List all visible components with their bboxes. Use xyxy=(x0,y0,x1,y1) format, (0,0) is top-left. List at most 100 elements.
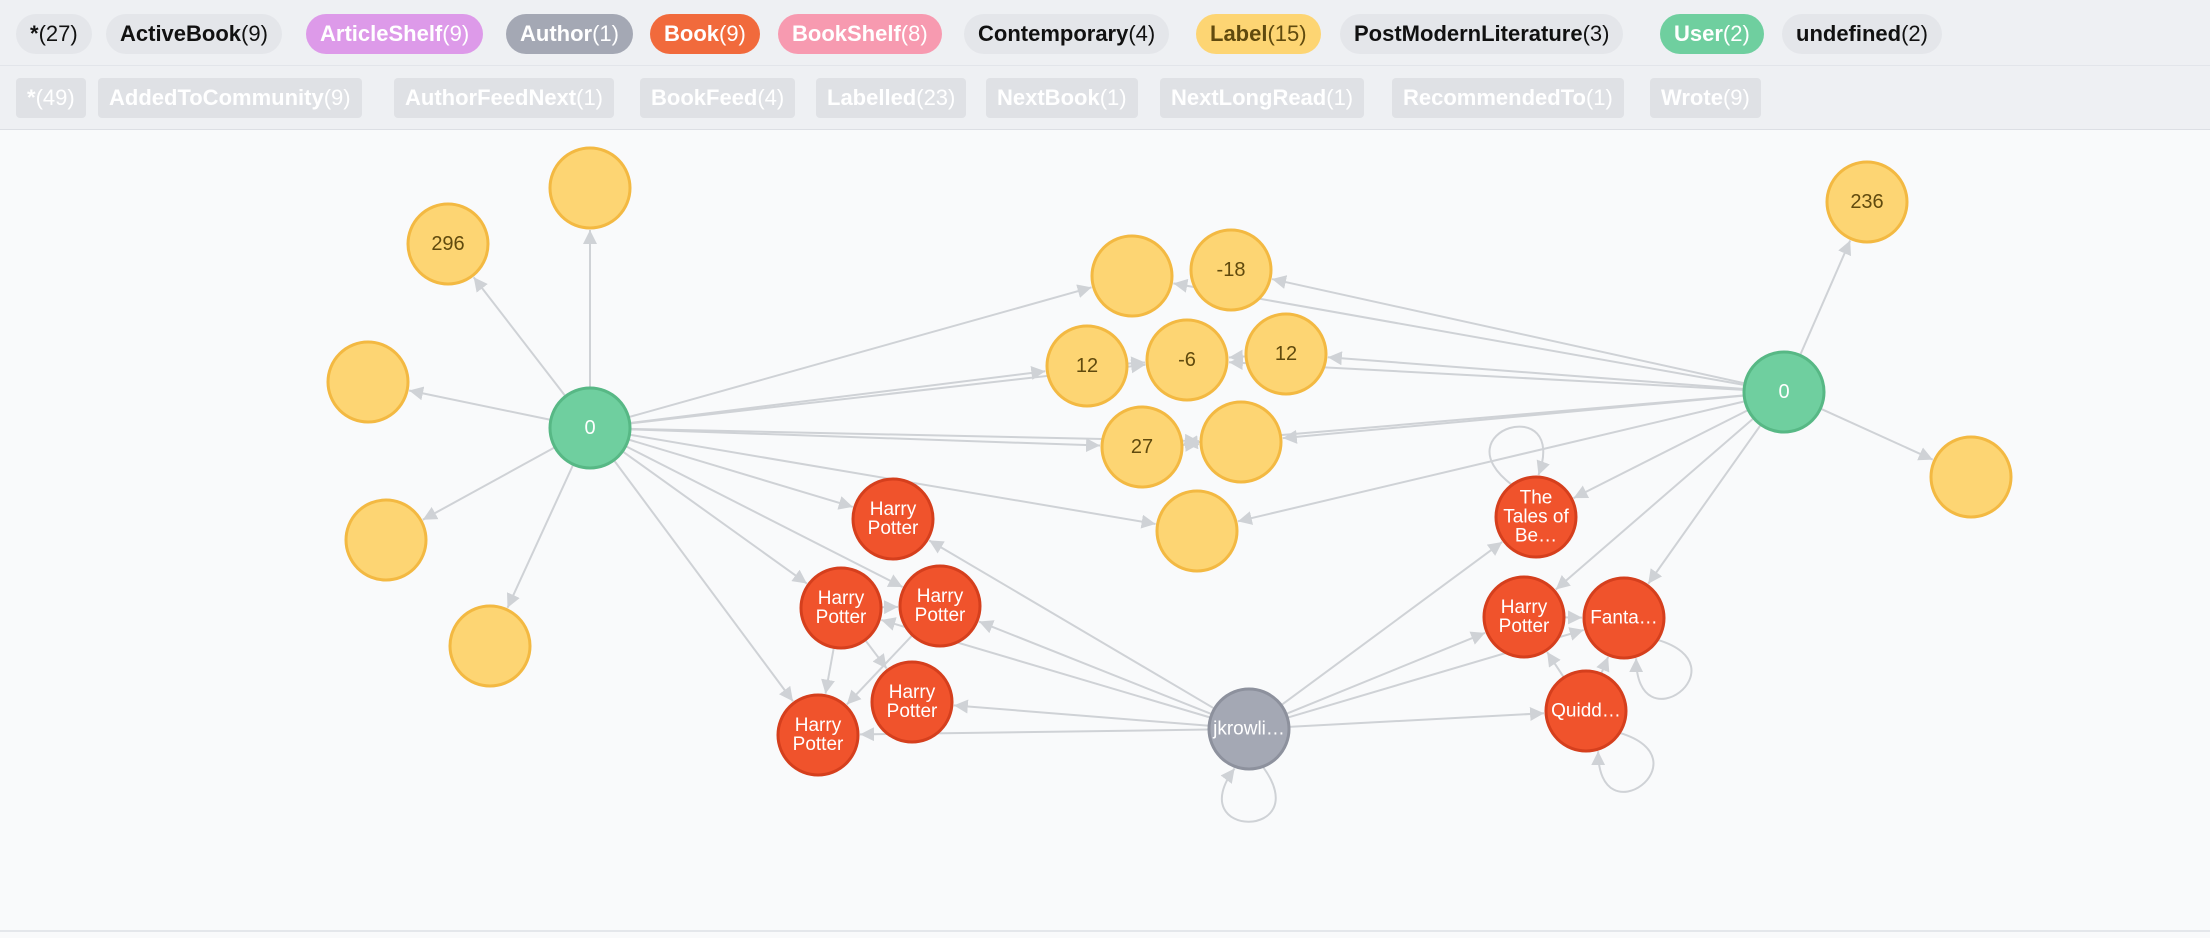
relationship-edge[interactable] xyxy=(928,539,1216,710)
user-node[interactable]: 0 xyxy=(1742,350,1826,434)
relationship-edge[interactable] xyxy=(1555,417,1755,591)
label-node[interactable] xyxy=(1155,489,1239,573)
bottom-divider xyxy=(0,930,2210,932)
label-node-circle xyxy=(326,340,410,424)
label-node-circle xyxy=(344,498,428,582)
relationship-edge[interactable] xyxy=(628,438,854,510)
label-node[interactable] xyxy=(1090,234,1174,318)
book-node[interactable]: Fanta… xyxy=(1582,576,1666,660)
relationship-edge[interactable] xyxy=(621,450,808,585)
label-node[interactable] xyxy=(548,146,632,230)
relationship-edge[interactable] xyxy=(1285,631,1486,715)
label-node[interactable] xyxy=(326,340,410,424)
label-node[interactable]: 27 xyxy=(1100,405,1184,489)
label-node[interactable] xyxy=(344,498,428,582)
node-label-pill[interactable]: ActiveBook(9) xyxy=(106,14,282,54)
label-node[interactable] xyxy=(1929,435,2013,519)
relationship-edge[interactable] xyxy=(1228,349,1247,364)
relationship-type-pill[interactable]: NextBook(1) xyxy=(986,78,1138,118)
relationship-edge[interactable] xyxy=(1173,278,1745,386)
relationship-type-pill[interactable]: RecommendedTo(1) xyxy=(1392,78,1624,118)
node-label-pill[interactable]: Label(15) xyxy=(1196,14,1321,54)
node-label-name: User xyxy=(1674,21,1723,46)
book-node-circle xyxy=(851,477,935,561)
node-label-pill[interactable]: BookShelf(8) xyxy=(778,14,942,54)
self-relationship-loop[interactable] xyxy=(1629,638,1693,700)
relationship-type-name: Wrote xyxy=(1661,85,1723,110)
user-node[interactable]: 0 xyxy=(548,386,632,470)
book-node[interactable]: Quidd… xyxy=(1544,669,1628,753)
node-label-pill[interactable]: Book(9) xyxy=(650,14,760,54)
relationship-edge[interactable] xyxy=(953,699,1210,727)
node-label-pill[interactable]: User(2) xyxy=(1660,14,1764,54)
relationship-edge[interactable] xyxy=(1181,437,1200,452)
label-node-circle xyxy=(1045,324,1129,408)
relationship-edge[interactable] xyxy=(821,647,835,694)
relationship-edge[interactable] xyxy=(613,459,794,702)
self-relationship-loop[interactable] xyxy=(1591,731,1655,793)
node-label-pill[interactable]: ArticleShelf(9) xyxy=(306,14,484,54)
relationship-edge[interactable] xyxy=(408,386,552,421)
relationship-edge[interactable] xyxy=(1799,240,1852,356)
relationship-edge[interactable] xyxy=(506,463,575,609)
label-node[interactable]: 12 xyxy=(1244,312,1328,396)
relationship-edge[interactable] xyxy=(629,365,1046,425)
label-node[interactable] xyxy=(1199,400,1283,484)
relationship-edge[interactable] xyxy=(629,428,1101,453)
relationship-edge[interactable] xyxy=(1271,275,1746,385)
relationship-type-pill[interactable]: *(49) xyxy=(16,78,86,118)
relationship-edge[interactable] xyxy=(1126,356,1146,371)
relationship-edge[interactable] xyxy=(628,284,1092,419)
label-node[interactable]: -6 xyxy=(1145,318,1229,402)
node-label-count: (15) xyxy=(1267,21,1307,46)
label-node[interactable]: 236 xyxy=(1825,160,1909,244)
node-label-name: Author xyxy=(520,21,593,46)
relationship-edge[interactable] xyxy=(978,620,1213,716)
node-label-pill[interactable]: Contemporary(4) xyxy=(964,14,1170,54)
node-label-pill[interactable]: PostModernLiterature(3) xyxy=(1340,14,1624,54)
node-label-pill[interactable]: undefined(2) xyxy=(1782,14,1942,54)
relationship-edge[interactable] xyxy=(1573,409,1749,499)
relationship-type-pill[interactable]: AddedToCommunity(9) xyxy=(98,78,362,118)
relationship-type-pill[interactable]: BookFeed(4) xyxy=(640,78,796,118)
author-node[interactable]: jkrowli… xyxy=(1207,687,1291,771)
relationship-type-pill[interactable]: AuthorFeedNext(1) xyxy=(394,78,615,118)
relationship-edge[interactable] xyxy=(1280,541,1503,707)
node-label-pill[interactable]: *(27) xyxy=(16,14,92,54)
relationship-edge[interactable] xyxy=(864,639,888,670)
relationship-edge[interactable] xyxy=(1647,424,1762,585)
relationship-type-pill[interactable]: Wrote(9) xyxy=(1650,78,1761,118)
relationship-edge[interactable] xyxy=(1327,351,1745,390)
relationship-type-pill[interactable]: Labelled(23) xyxy=(816,78,967,118)
label-node[interactable]: 12 xyxy=(1045,324,1129,408)
node-label-pill[interactable]: Author(1) xyxy=(506,14,633,54)
relationship-type-pill[interactable]: NextLongRead(1) xyxy=(1160,78,1365,118)
book-node-circle xyxy=(1582,576,1666,660)
self-relationship-loop[interactable] xyxy=(1488,425,1550,486)
relationship-edge[interactable] xyxy=(846,634,914,706)
label-node[interactable] xyxy=(448,604,532,688)
relationship-edge[interactable] xyxy=(1546,651,1565,679)
node-label-name: undefined xyxy=(1796,21,1902,46)
label-node[interactable]: 296 xyxy=(406,202,490,286)
book-node-caption: Harry xyxy=(795,715,842,736)
label-node-caption: 12 xyxy=(1275,343,1297,365)
relationship-edge[interactable] xyxy=(1596,656,1610,675)
relationship-edge[interactable] xyxy=(1820,407,1934,461)
relationship-edge[interactable] xyxy=(625,445,904,588)
relationship-edge[interactable] xyxy=(472,276,567,397)
book-node-circle xyxy=(1544,669,1628,753)
self-relationship-loop[interactable] xyxy=(1220,765,1277,823)
relationship-edge[interactable] xyxy=(1288,706,1545,728)
label-node[interactable]: -18 xyxy=(1189,228,1273,312)
relationship-edge[interactable] xyxy=(422,446,556,521)
node-label-name: ArticleShelf xyxy=(320,21,443,46)
